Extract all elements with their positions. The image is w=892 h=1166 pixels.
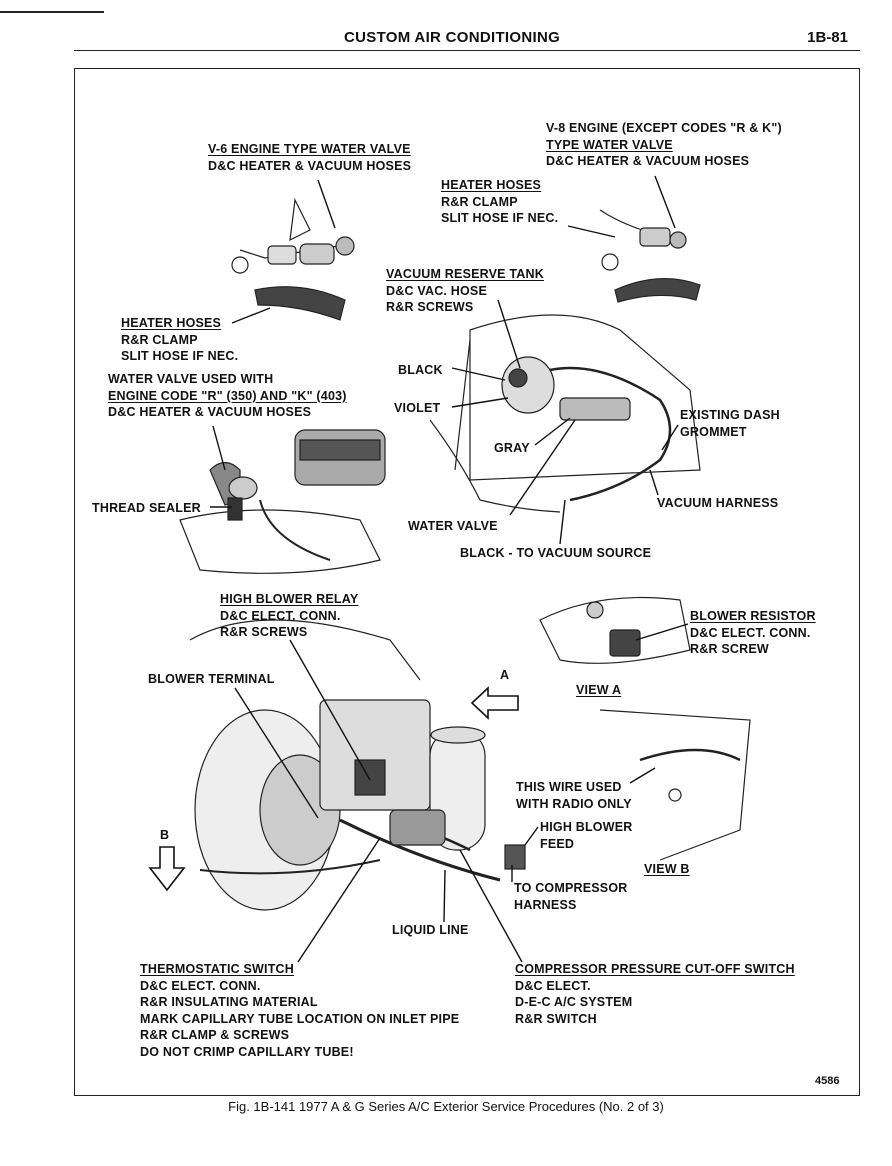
compressor-switch-line-3: R&R SWITCH bbox=[515, 1011, 597, 1026]
heater-hoses-left-line-2: SLIT HOSE IF NEC. bbox=[121, 349, 239, 363]
high-blower-relay-label: HIGH BLOWER RELAY D&C ELECT. CONN. R&R S… bbox=[220, 591, 358, 641]
blower-resistor-label: BLOWER RESISTOR D&C ELECT. CONN. R&R SCR… bbox=[690, 608, 816, 658]
v8-title-1: V-8 ENGINE (EXCEPT CODES "R & K") bbox=[546, 121, 782, 135]
liquid-line-label: LIQUID LINE bbox=[392, 923, 469, 937]
heater-hoses-top-label: HEATER HOSES R&R CLAMP SLIT HOSE IF NEC. bbox=[441, 177, 558, 227]
view-a-label: VIEW A bbox=[576, 682, 621, 699]
water-valve-label: WATER VALVE bbox=[408, 519, 498, 533]
heater-hoses-left-label: HEATER HOSES R&R CLAMP SLIT HOSE IF NEC. bbox=[121, 315, 238, 365]
blower-resistor-line-2: R&R SCREW bbox=[690, 642, 769, 656]
thermostatic-line-4: R&R CLAMP & SCREWS bbox=[140, 1028, 290, 1042]
compressor-switch-label: COMPRESSOR PRESSURE CUT-OFF SWITCH D&C E… bbox=[515, 961, 795, 1027]
to-compressor-line-1: TO COMPRESSOR bbox=[514, 881, 628, 895]
view-b-label: VIEW B bbox=[644, 861, 690, 878]
high-blower-relay-title: HIGH BLOWER RELAY bbox=[220, 592, 359, 606]
blower-compressor-illustration bbox=[189, 619, 526, 911]
high-blower-feed-line-1: HIGH BLOWER bbox=[540, 820, 633, 834]
v8-water-valve-label: V-8 ENGINE (EXCEPT CODES "R & K") TYPE W… bbox=[546, 120, 782, 170]
heater-hoses-left-line-1: R&R CLAMP bbox=[121, 332, 198, 347]
v8-title-2: TYPE WATER VALVE bbox=[546, 137, 673, 152]
water-valve-rk-title: ENGINE CODE "R" (350) AND "K" (403) bbox=[108, 388, 347, 403]
thermostatic-line-3: MARK CAPILLARY TUBE LOCATION ON INLET PI… bbox=[140, 1011, 460, 1026]
v6-water-valve-label: V-6 ENGINE TYPE WATER VALVE D&C HEATER &… bbox=[208, 141, 411, 174]
water-valve-rk-label: WATER VALVE USED WITH ENGINE CODE "R" (3… bbox=[108, 371, 347, 421]
view-b-title: VIEW B bbox=[644, 862, 690, 876]
vacuum-tank-line-2: R&R SCREWS bbox=[386, 300, 474, 314]
page-number: 1B-81 bbox=[807, 29, 848, 46]
compressor-switch-line-1: D&C ELECT. bbox=[515, 978, 591, 993]
v8-water-valve-illustration bbox=[599, 209, 701, 303]
black-hose-label: BLACK bbox=[398, 363, 443, 377]
existing-dash-line-1: EXISTING DASH bbox=[680, 408, 780, 422]
water-valve-rk-line-2: D&C HEATER & VACUUM HOSES bbox=[108, 405, 312, 419]
existing-dash-grommet-label: EXISTING DASH GROMMET bbox=[680, 407, 780, 440]
high-blower-relay-line-1: D&C ELECT. CONN. bbox=[220, 608, 341, 623]
thermostatic-switch-label: THERMOSTATIC SWITCH D&C ELECT. CONN. R&R… bbox=[140, 961, 459, 1060]
page-header-title: CUSTOM AIR CONDITIONING bbox=[344, 29, 561, 46]
thermostatic-line-2: R&R INSULATING MATERIAL bbox=[140, 995, 318, 1009]
radio-wire-line-1: THIS WIRE USED bbox=[516, 780, 622, 794]
vacuum-reserve-tank-label: VACUUM RESERVE TANK D&C VAC. HOSE R&R SC… bbox=[386, 266, 544, 316]
v6-title: V-6 ENGINE TYPE WATER VALVE bbox=[208, 142, 411, 156]
view-b-direction-arrow bbox=[148, 846, 186, 892]
v6-water-valve-illustration bbox=[231, 197, 355, 321]
view-a-direction-arrow bbox=[470, 686, 519, 720]
compressor-switch-line-2: D-E-C A/C SYSTEM bbox=[515, 995, 633, 1009]
header-rule bbox=[0, 11, 104, 13]
view-a-title: VIEW A bbox=[576, 683, 622, 697]
figure-number: 4586 bbox=[815, 1075, 840, 1087]
blower-resistor-line-1: D&C ELECT. CONN. bbox=[690, 625, 811, 640]
high-blower-relay-line-2: R&R SCREWS bbox=[220, 625, 308, 639]
heater-hoses-top-line-1: R&R CLAMP bbox=[441, 194, 518, 209]
to-compressor-line-2: HARNESS bbox=[514, 897, 577, 912]
view-b-wiring-illustration bbox=[599, 709, 751, 861]
v8-line-1: D&C HEATER & VACUUM HOSES bbox=[546, 154, 750, 168]
thermostatic-line-1: D&C ELECT. CONN. bbox=[140, 978, 261, 993]
heater-hoses-left-title: HEATER HOSES bbox=[121, 316, 222, 330]
radio-wire-line-2: WITH RADIO ONLY bbox=[516, 796, 632, 811]
to-compressor-harness-label: TO COMPRESSOR HARNESS bbox=[514, 880, 628, 913]
vacuum-tank-illustration bbox=[429, 314, 701, 513]
arrow-b-label: B bbox=[160, 828, 170, 842]
arrow-a-label: A bbox=[500, 668, 510, 682]
heater-hoses-top-line-2: SLIT HOSE IF NEC. bbox=[441, 211, 559, 225]
vacuum-tank-line-1: D&C VAC. HOSE bbox=[386, 283, 487, 298]
black-vacuum-source-label: BLACK - TO VACUUM SOURCE bbox=[460, 546, 652, 560]
header-divider bbox=[74, 50, 860, 51]
thread-sealer-label: THREAD SEALER bbox=[92, 501, 201, 515]
thermostatic-title: THERMOSTATIC SWITCH bbox=[140, 962, 295, 976]
heater-hoses-top-title: HEATER HOSES bbox=[441, 178, 542, 192]
violet-hose-label: VIOLET bbox=[394, 401, 441, 415]
vacuum-harness-label: VACUUM HARNESS bbox=[657, 496, 779, 510]
blower-terminal-label: BLOWER TERMINAL bbox=[148, 672, 275, 686]
v6-line-1: D&C HEATER & VACUUM HOSES bbox=[208, 158, 412, 173]
high-blower-feed-line-2: FEED bbox=[540, 836, 575, 851]
figure-frame bbox=[74, 68, 860, 1096]
compressor-switch-title: COMPRESSOR PRESSURE CUT-OFF SWITCH bbox=[515, 962, 795, 976]
high-blower-feed-label: HIGH BLOWER FEED bbox=[540, 819, 632, 852]
existing-dash-line-2: GROMMET bbox=[680, 424, 747, 439]
figure-caption: Fig. 1B-141 1977 A & G Series A/C Exteri… bbox=[228, 1099, 664, 1114]
radio-wire-label: THIS WIRE USED WITH RADIO ONLY bbox=[516, 779, 632, 812]
thermostatic-line-5: DO NOT CRIMP CAPILLARY TUBE! bbox=[140, 1044, 354, 1059]
blower-resistor-title: BLOWER RESISTOR bbox=[690, 609, 816, 623]
gray-hose-label: GRAY bbox=[494, 441, 530, 455]
engine-distributor-illustration bbox=[179, 429, 386, 574]
vacuum-tank-title: VACUUM RESERVE TANK bbox=[386, 267, 544, 281]
water-valve-rk-line-1: WATER VALVE USED WITH bbox=[108, 372, 274, 386]
